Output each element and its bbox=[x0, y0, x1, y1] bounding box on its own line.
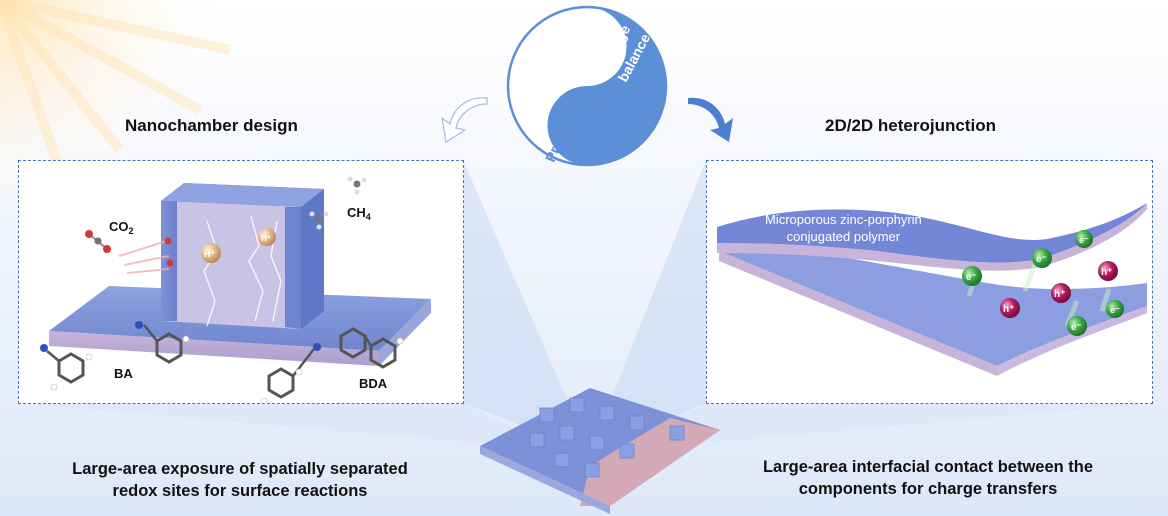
electron-2: e⁻ bbox=[1032, 248, 1052, 268]
electron-5: e⁻ bbox=[1106, 300, 1124, 318]
right-arrow-icon bbox=[688, 97, 733, 142]
svg-text:e⁻: e⁻ bbox=[966, 272, 977, 283]
heterojunction-illustration: e⁻ e⁻ e⁻ e⁻ e⁻ h⁺ h⁺ h⁺ bbox=[717, 203, 1147, 376]
left-title: Nanochamber design bbox=[125, 116, 298, 135]
svg-text:h⁺: h⁺ bbox=[1101, 267, 1112, 278]
nanochamber-platform bbox=[480, 388, 720, 514]
right-caption: Large-area interfacial contact between t… bbox=[708, 456, 1148, 500]
hole-2: h⁺ bbox=[1051, 283, 1071, 303]
left-arrow-icon bbox=[441, 97, 488, 144]
electron-1: e⁻ bbox=[962, 266, 982, 286]
co2-molecule bbox=[85, 230, 111, 253]
svg-text:e⁻: e⁻ bbox=[1110, 305, 1120, 315]
hole-3: h⁺ bbox=[1098, 261, 1118, 281]
svg-text:h⁺: h⁺ bbox=[1054, 289, 1065, 300]
nanochamber-panel: H⁺ H⁺ bbox=[18, 160, 464, 404]
electron-4: e⁻ bbox=[1067, 316, 1087, 336]
ch4-molecule bbox=[309, 176, 367, 230]
polymer-label-line2: conjugated polymer bbox=[786, 229, 901, 244]
ch4-label: CH4 bbox=[347, 205, 371, 222]
svg-text:e⁻: e⁻ bbox=[1079, 235, 1089, 245]
proton-label-2: H⁺ bbox=[261, 234, 271, 243]
nanochamber-illustration: H⁺ H⁺ bbox=[40, 176, 431, 403]
polymer-label-line1: Microporous zinc-porphyrin bbox=[765, 212, 922, 227]
svg-text:e⁻: e⁻ bbox=[1071, 322, 1082, 333]
left-caption-line1: Large-area exposure of spatially separat… bbox=[72, 460, 408, 478]
yin-yang-symbol: Charge balance Proton balance bbox=[506, 5, 668, 167]
electron-3: e⁻ bbox=[1075, 230, 1093, 248]
proton-label-1: H⁺ bbox=[204, 249, 215, 259]
heterojunction-panel: e⁻ e⁻ e⁻ e⁻ e⁻ h⁺ h⁺ h⁺ Microporous zinc… bbox=[706, 160, 1153, 404]
bda-label: BDA bbox=[359, 376, 388, 391]
right-caption-line1: Large-area interfacial contact between t… bbox=[762, 458, 1094, 476]
right-title: 2D/2D heterojunction bbox=[825, 116, 996, 135]
hole-1: h⁺ bbox=[1000, 298, 1020, 318]
left-caption-line2: redox sites for surface reactions bbox=[112, 482, 368, 500]
polymer-label: Microporous zinc-porphyrin conjugated po… bbox=[765, 211, 922, 245]
svg-text:h⁺: h⁺ bbox=[1003, 304, 1014, 315]
svg-text:e⁻: e⁻ bbox=[1036, 254, 1047, 265]
ba-label: BA bbox=[114, 366, 133, 381]
left-caption: Large-area exposure of spatially separat… bbox=[20, 458, 460, 502]
right-caption-line2: components for charge transfers bbox=[798, 480, 1058, 498]
co2-label: CO2 bbox=[109, 219, 134, 236]
